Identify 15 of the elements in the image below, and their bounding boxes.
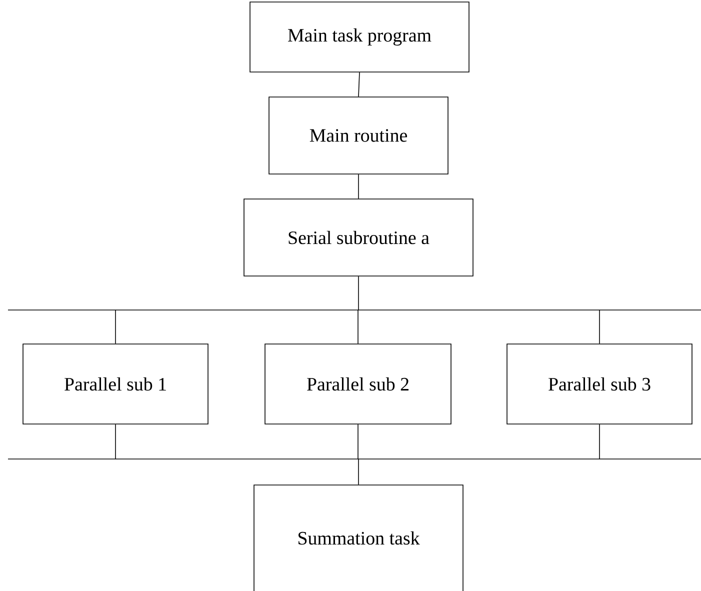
- connector-line: [115, 310, 116, 344]
- process-box: Main task program: [250, 2, 470, 72]
- process-box: Summation task: [254, 484, 464, 591]
- connector-line: [599, 310, 600, 344]
- connector-line: [115, 424, 116, 460]
- connector-line: [358, 276, 359, 310]
- process-box: Parallel sub 1: [22, 344, 208, 424]
- connector-line: [358, 72, 360, 97]
- connector-line: [599, 424, 600, 460]
- process-box: Main routine: [268, 96, 448, 174]
- connector-line: [358, 458, 359, 485]
- process-box: Parallel sub 3: [506, 344, 692, 424]
- connector-line: [358, 174, 359, 199]
- process-box: Parallel sub 2: [264, 344, 452, 424]
- process-box: Serial subroutine a: [244, 198, 474, 276]
